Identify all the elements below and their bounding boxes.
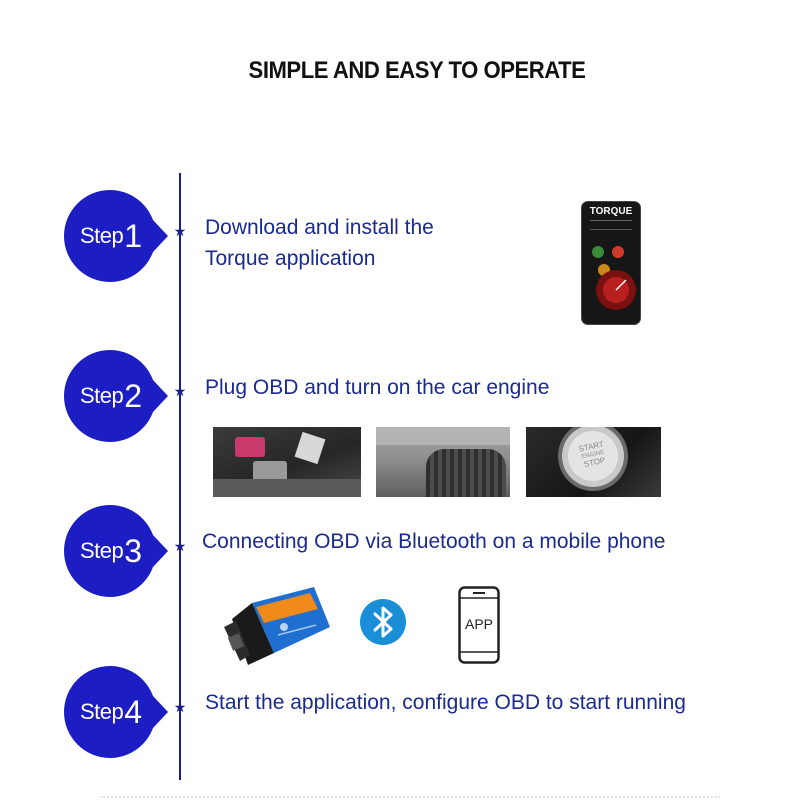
step-2-star-icon: ★: [173, 383, 187, 399]
step-4-line-1: Start the application, configure OBD to …: [205, 691, 686, 714]
start-button-face: START ENGINE STOP: [568, 431, 618, 481]
obd-port-plug: [253, 461, 287, 481]
obd-port-highlight: [235, 437, 265, 457]
step-1-instruction: Download and install the Torque applicat…: [205, 212, 434, 274]
torque-gauges-icon: [592, 246, 636, 310]
step-4-word: Step: [79, 699, 124, 724]
step-4-star-icon: ★: [173, 699, 187, 715]
page-title: SIMPLE AND EASY TO OPERATE: [248, 57, 586, 84]
torque-screen-lines: [590, 220, 632, 230]
step-4-number: 4: [124, 693, 143, 730]
step-2-instruction: Plug OBD and turn on the car engine: [205, 372, 549, 403]
phone-app-label: APP: [465, 616, 493, 632]
step-3-word: Step: [79, 538, 124, 563]
obd-port-floor: [213, 479, 361, 497]
step-1-word: Step: [79, 223, 124, 248]
step-1-line-2: Torque application: [205, 247, 376, 270]
obd-port-photo: [213, 427, 361, 497]
torque-phone-image: TORQUE: [582, 202, 640, 324]
car-pedal-dash: [376, 427, 510, 445]
step-1-star-icon: ★: [173, 223, 187, 239]
obd-port-tab: [294, 431, 326, 465]
torque-app-name: TORQUE: [589, 206, 633, 217]
step-4-instruction: Start the application, configure OBD to …: [205, 687, 686, 718]
step-2-line-1: Plug OBD and turn on the car engine: [205, 376, 550, 399]
phone-icon: APP: [458, 586, 500, 664]
bluetooth-icon: [360, 599, 406, 645]
timeline-line: [179, 173, 181, 780]
car-pedal-photo: [376, 427, 510, 497]
step-3-line-1: Connecting OBD via Bluetooth on a mobile…: [202, 530, 666, 553]
step-2-word: Step: [79, 383, 124, 408]
step-2-number: 2: [124, 377, 143, 414]
bottom-divider: [100, 796, 720, 798]
step-3-instruction: Connecting OBD via Bluetooth on a mobile…: [202, 526, 665, 557]
step-1-number: 1: [124, 217, 143, 254]
step-1-line-1: Download and install the: [205, 216, 434, 239]
start-button-label: START ENGINE STOP: [566, 438, 620, 472]
step-3-number: 3: [124, 532, 143, 569]
obd-adapter-icon: [224, 587, 330, 665]
step-3-star-icon: ★: [173, 538, 187, 554]
start-button-ring: START ENGINE STOP: [562, 427, 624, 487]
start-button-photo: START ENGINE STOP: [526, 427, 661, 497]
car-pedal: [426, 449, 506, 497]
